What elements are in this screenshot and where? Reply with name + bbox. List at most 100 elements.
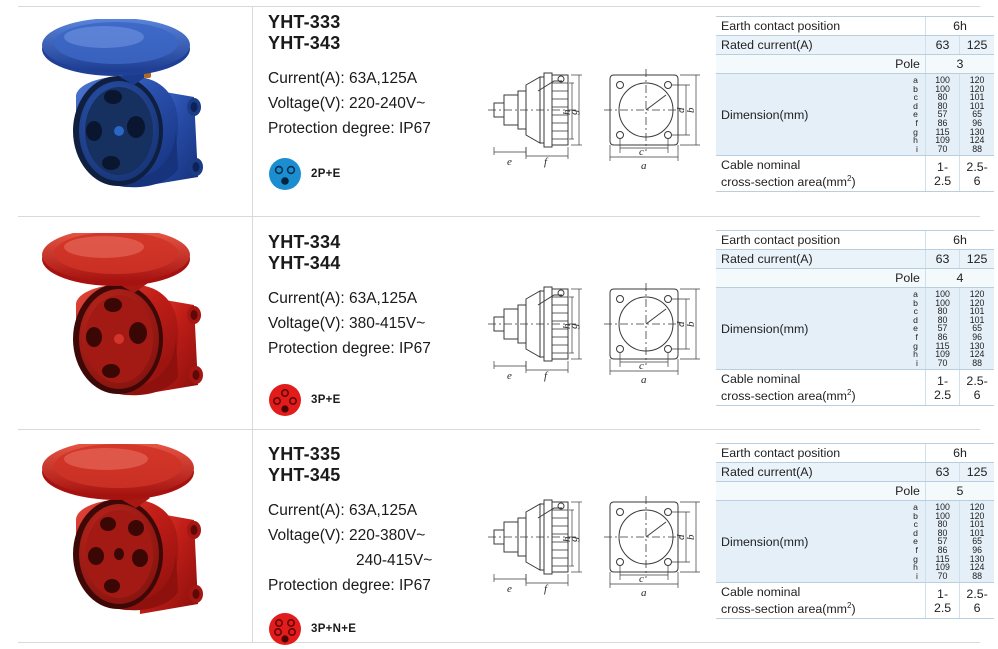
technical-drawing: e f c a g h d b <box>488 496 700 599</box>
pin-configuration: 2P+E <box>268 157 470 191</box>
drawing-label-e: e <box>507 370 512 382</box>
specification-table-cell: Earth contact position 6h Rated current(… <box>710 7 998 216</box>
cable-label-line1: Cable nominal <box>721 585 801 600</box>
table-row-rated-current: Rated current(A) 63 125 <box>716 249 994 269</box>
drawing-label-e: e <box>507 156 512 168</box>
drawing-label-d: d <box>675 107 687 113</box>
earth-contact-label: Earth contact position <box>716 16 926 36</box>
cable-sup: 2 <box>847 601 852 611</box>
drawing-label-h: h <box>561 109 573 115</box>
product-spec-cell: YHT-333 YHT-343 Current(A): 63A,125A Vol… <box>252 7 470 216</box>
drawing-label-g: g <box>568 109 580 115</box>
cable-label-line2: cross-section area(mm <box>721 389 847 404</box>
drawing-label-c: c <box>639 573 644 585</box>
voltage-rating: Voltage(V): 220-240V~ <box>268 95 426 112</box>
cable-sup: 2 <box>847 388 852 398</box>
drawing-label-d: d <box>675 321 687 327</box>
table-row-pole: Pole 3 <box>716 54 994 74</box>
drawing-label-a: a <box>641 587 647 599</box>
product-image-blue-socket <box>42 19 203 188</box>
rated-current-label: Rated current(A) <box>716 249 926 269</box>
cable-sup: 2 <box>847 174 852 184</box>
specification-table-cell: Earth contact position 6h Rated current(… <box>710 430 998 642</box>
table-row-rated-current: Rated current(A) 63 125 <box>716 462 994 482</box>
drawing-label-h: h <box>561 536 573 542</box>
dimension-label: Dimension(mm) <box>721 107 809 122</box>
drawing-label-c: c <box>639 360 644 372</box>
voltage-rating: Voltage(V): 220-380V~ <box>268 527 426 544</box>
table-row-cable: Cable nominal cross-section area(mm2) 1-… <box>716 155 994 193</box>
current-rating: Current(A): 63A,125A <box>268 502 418 519</box>
pole-label: Pole <box>716 268 926 288</box>
cable-label-cell: Cable nominal cross-section area(mm2) <box>716 155 926 193</box>
model-number-secondary: YHT-343 <box>268 33 341 53</box>
specification-table-cell: Earth contact position 6h Rated current(… <box>710 217 998 429</box>
pin-configuration: 3P+N+E <box>268 612 470 646</box>
product-row: YHT-334 YHT-344 Current(A): 63A,125A Vol… <box>0 217 998 429</box>
pole-label: Pole <box>716 481 926 501</box>
product-photo-cell <box>0 430 252 642</box>
table-row-cable: Cable nominal cross-section area(mm2) 1-… <box>716 582 994 620</box>
cable-value-63: 1-2.5 <box>924 369 960 407</box>
dimension-label: Dimension(mm) <box>721 321 809 336</box>
rated-current-label: Rated current(A) <box>716 462 926 482</box>
table-row-cable: Cable nominal cross-section area(mm2) 1-… <box>716 369 994 407</box>
rated-current-63: 63 <box>924 35 960 55</box>
model-number-secondary: YHT-345 <box>268 465 341 485</box>
table-row-pole: Pole 5 <box>716 481 994 501</box>
pole-value: 4 <box>924 268 994 288</box>
drawing-label-e: e <box>507 583 512 595</box>
drawing-label-c: c <box>639 146 644 158</box>
pin-configuration: 3P+E <box>268 383 470 417</box>
pole-label: Pole <box>716 54 926 74</box>
row-divider-2 <box>18 429 980 430</box>
model-number-primary: YHT-334 <box>268 232 341 252</box>
pin-configuration-label: 2P+E <box>311 168 341 180</box>
product-photo-cell <box>0 7 252 216</box>
rated-current-125: 125 <box>959 35 994 55</box>
cable-value-63: 1-2.5 <box>924 582 960 620</box>
drawing-label-g: g <box>568 323 580 329</box>
column-divider-3 <box>252 430 253 642</box>
cable-close: ) <box>851 389 856 404</box>
current-rating: Current(A): 63A,125A <box>268 290 418 307</box>
cable-value-125: 2.5-6 <box>959 369 994 407</box>
row-divider-1 <box>18 216 980 217</box>
cable-close: ) <box>851 175 856 190</box>
earth-contact-label: Earth contact position <box>716 230 926 250</box>
drawing-label-f: f <box>544 156 549 168</box>
cable-close: ) <box>851 602 856 617</box>
drawing-label-f: f <box>544 370 549 382</box>
protection-degree: Protection degree: IP67 <box>268 577 431 594</box>
cable-value-125: 2.5-6 <box>959 155 994 193</box>
technical-drawing-cell: e f c a g h d b <box>470 430 710 642</box>
current-rating: Current(A): 63A,125A <box>268 70 418 87</box>
earth-contact-value: 6h <box>924 230 994 250</box>
model-number-primary: YHT-333 <box>268 12 341 32</box>
technical-drawing: e f c a g h d b <box>488 69 700 172</box>
technical-drawing-cell: e f c a g h d b <box>470 7 710 216</box>
column-divider-1 <box>252 7 253 217</box>
table-row-earth-contact: Earth contact position 6h <box>716 16 994 36</box>
drawing-label-a: a <box>641 160 647 172</box>
drawing-label-a: a <box>641 374 647 386</box>
rated-current-125: 125 <box>959 249 994 269</box>
pole-value: 3 <box>924 54 994 74</box>
drawing-label-b: b <box>685 534 697 540</box>
pin-layout-2p-e-icon <box>269 158 301 190</box>
voltage-rating: Voltage(V): 380-415V~ <box>268 315 426 332</box>
cable-value-63: 1-2.5 <box>924 155 960 193</box>
cable-label-line2: cross-section area(mm <box>721 175 847 190</box>
dimension-label: Dimension(mm) <box>721 534 809 549</box>
cable-label-line1: Cable nominal <box>721 158 801 173</box>
